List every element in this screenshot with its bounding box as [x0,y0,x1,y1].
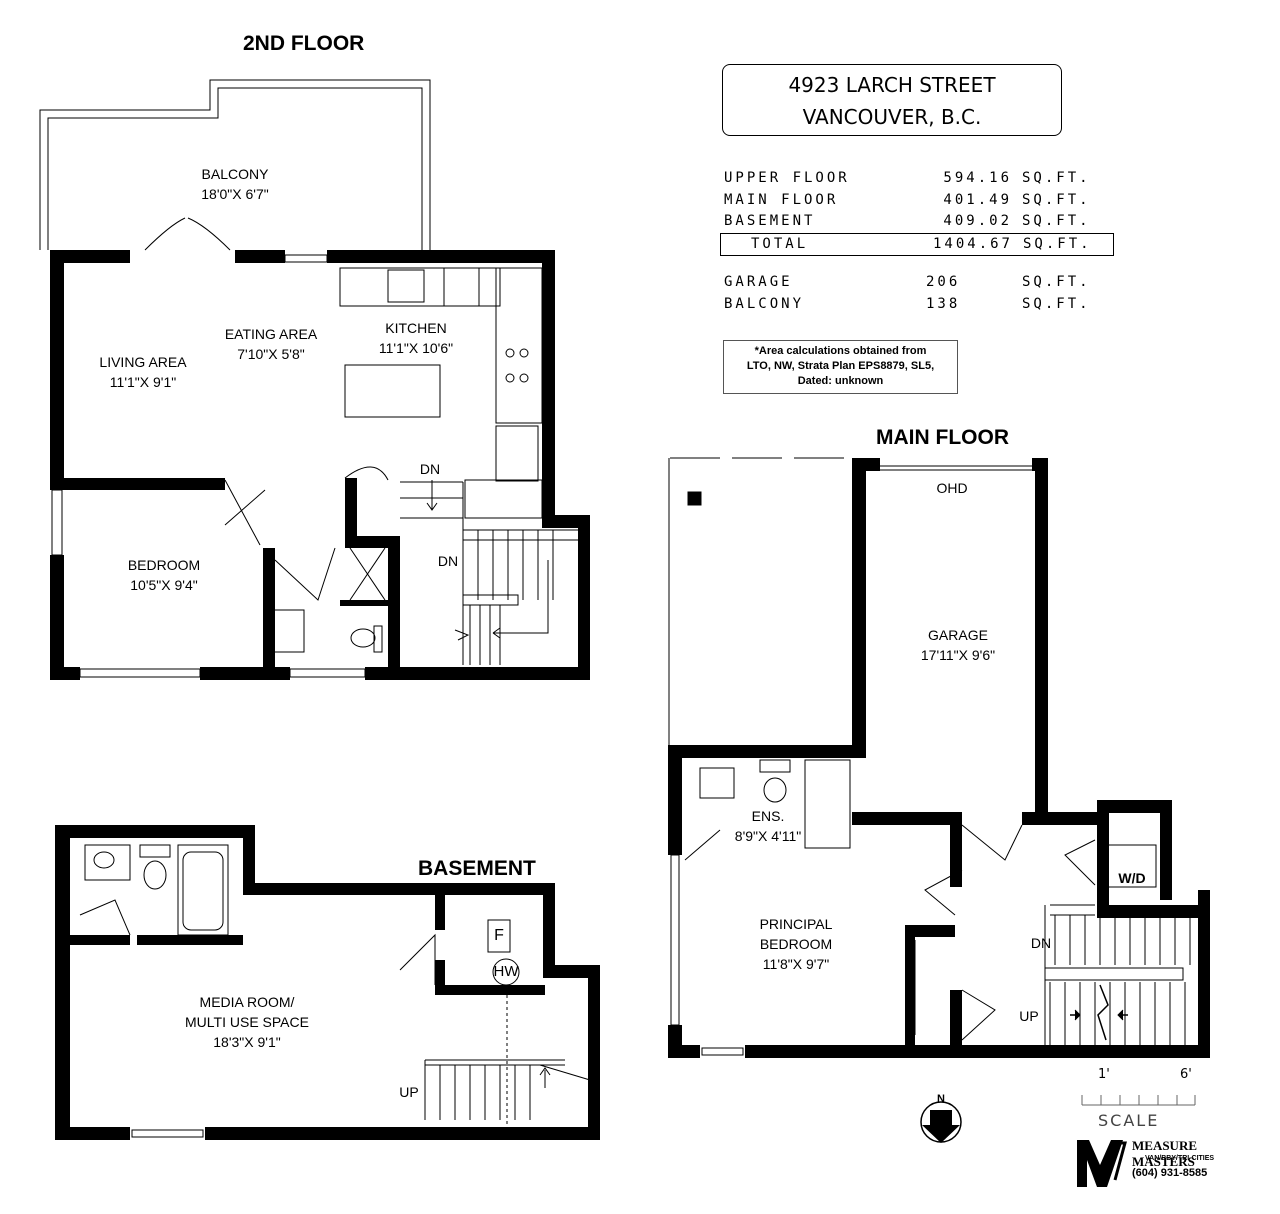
scale-right: 6' [1180,1067,1192,1082]
logo-mark [1077,1140,1127,1187]
area-name: UPPER FLOOR [724,170,850,186]
room-name: ENS. [751,808,785,824]
area-row: MAIN FLOOR 401.49 SQ.FT. [724,190,1114,212]
room-dims: 10'5"X 9'4" [130,577,198,593]
scale-left: 1' [1098,1067,1110,1082]
address-box: 4923 LARCH STREET VANCOUVER, B.C. [722,64,1062,136]
room-name: GARAGE [928,627,988,643]
room-eating-area: EATING AREA 7'10"X 5'8" [225,324,317,364]
stair-up-label: UP [1019,1008,1039,1024]
note-line: LTO, NW, Strata Plan EPS8879, SL5, [746,360,935,372]
room-dims: 18'3"X 9'1" [213,1034,281,1050]
basement-title: BASEMENT [418,857,536,880]
room-name: LIVING AREA [99,354,187,370]
second-floor-openings [49,249,365,681]
washer-dryer-label: W/D [1118,870,1146,886]
north-label: N [937,1093,945,1105]
room-name: BEDROOM [127,557,201,573]
logo-name: MEASURE MASTERS [1132,1138,1198,1169]
area-name: BASEMENT [724,213,816,229]
overhead-door-label: OHD [936,480,968,496]
note-line: Dated: unknown [797,375,884,387]
room-name: MEDIA ROOM/ [199,994,295,1010]
room-ensuite: ENS. 8'9"X 4'11" [735,806,801,846]
logo-region: VAN/BBY/TRI-CITIES [1145,1155,1215,1162]
area-unit: SQ.FT. [1022,213,1091,229]
area-total-row: TOTAL 1404.67 SQ.FT. [720,232,1114,256]
room-dims: 8'9"X 4'11" [734,828,802,844]
room-principal-bedroom: PRINCIPAL BEDROOM 11'8"X 9'7" [760,914,833,974]
room-name: EATING AREA [224,326,318,342]
area-note: *Area calculations obtained from LTO, NW… [723,340,958,394]
basement-lines [79,844,591,1138]
stair-up-label: UP [399,1084,419,1100]
area-unit: SQ.FT. [1022,295,1091,312]
room-balcony: BALCONY 18'0"X 6'7" [201,164,268,204]
room-bedroom: BEDROOM 10'5"X 9'4" [128,555,200,595]
area-value: 138 [926,295,961,312]
room-dims: 18'0"X 6'7" [201,186,269,202]
stair-down-label: DN [437,553,459,569]
area-value: 594.16 [943,170,1012,186]
logo-phone: (604) 931-8585 [1132,1167,1208,1179]
stair-down-label: DN [419,461,441,477]
main-floor-title: MAIN FLOOR [876,426,1009,449]
second-floor-title: 2ND FLOOR [243,32,365,55]
extra-area-row: GARAGE 206 SQ.FT. [724,272,1114,294]
stair-down-label: DN [1030,935,1052,951]
extra-area-row: BALCONY 138 SQ.FT. [724,294,1114,316]
address-line1: 4923 LARCH STREET [788,73,996,97]
area-value: 409.02 [943,213,1012,229]
area-unit: SQ.FT. [1022,191,1091,208]
north-arrow [920,1101,962,1143]
total-value: 1404.67 [932,235,1013,252]
area-name: GARAGE [724,274,793,290]
room-garage: GARAGE 17'11"X 9'6" [921,625,995,665]
room-dims: 11'8"X 9'7" [762,956,830,972]
room-name: BALCONY [201,166,269,182]
room-name: BEDROOM [759,936,833,952]
second-floor-walls [50,250,590,680]
main-floor-lines [668,457,1191,1056]
room-dims: 11'1"X 10'6" [378,340,454,356]
basement-openings [130,1126,205,1141]
room-dims: 17'11"X 9'6" [920,647,996,663]
second-floor-lines [39,79,578,678]
basement-walls [55,825,600,1140]
area-value: 206 [926,274,961,290]
hot-water-label: HW [493,963,519,980]
area-row: UPPER FLOOR 594.16 SQ.FT. [724,168,1114,190]
area-unit: SQ.FT. [1022,170,1091,186]
area-unit: SQ.FT. [1022,274,1091,290]
area-name: BALCONY [724,295,805,312]
room-name: KITCHEN [385,320,447,336]
room-name: MULTI USE SPACE [185,1014,309,1030]
room-living-area: LIVING AREA 11'1"X 9'1" [99,352,186,392]
scale-bar [1081,1095,1196,1106]
scale-label: SCALE [1098,1111,1160,1130]
company-logo: MEASURE MASTERS VAN/BBY/TRI-CITIES (604)… [1075,1135,1245,1190]
furnace-label: F [494,927,504,944]
room-name: PRINCIPAL [759,916,833,932]
area-row: BASEMENT 409.02 SQ.FT. [724,211,1114,233]
total-name: TOTAL [751,235,809,252]
note-line: *Area calculations obtained from [754,345,927,357]
area-value: 401.49 [943,191,1012,208]
room-kitchen: KITCHEN 11'1"X 10'6" [379,318,453,358]
room-media: MEDIA ROOM/MULTI USE SPACE 18'3"X 9'1" [185,992,309,1052]
room-dims: 7'10"X 5'8" [237,346,305,362]
address-line2: VANCOUVER, B.C. [802,105,982,129]
total-unit: SQ.FT. [1023,235,1092,252]
room-dims: 11'1"X 9'1" [109,374,177,390]
area-name: MAIN FLOOR [724,191,839,208]
